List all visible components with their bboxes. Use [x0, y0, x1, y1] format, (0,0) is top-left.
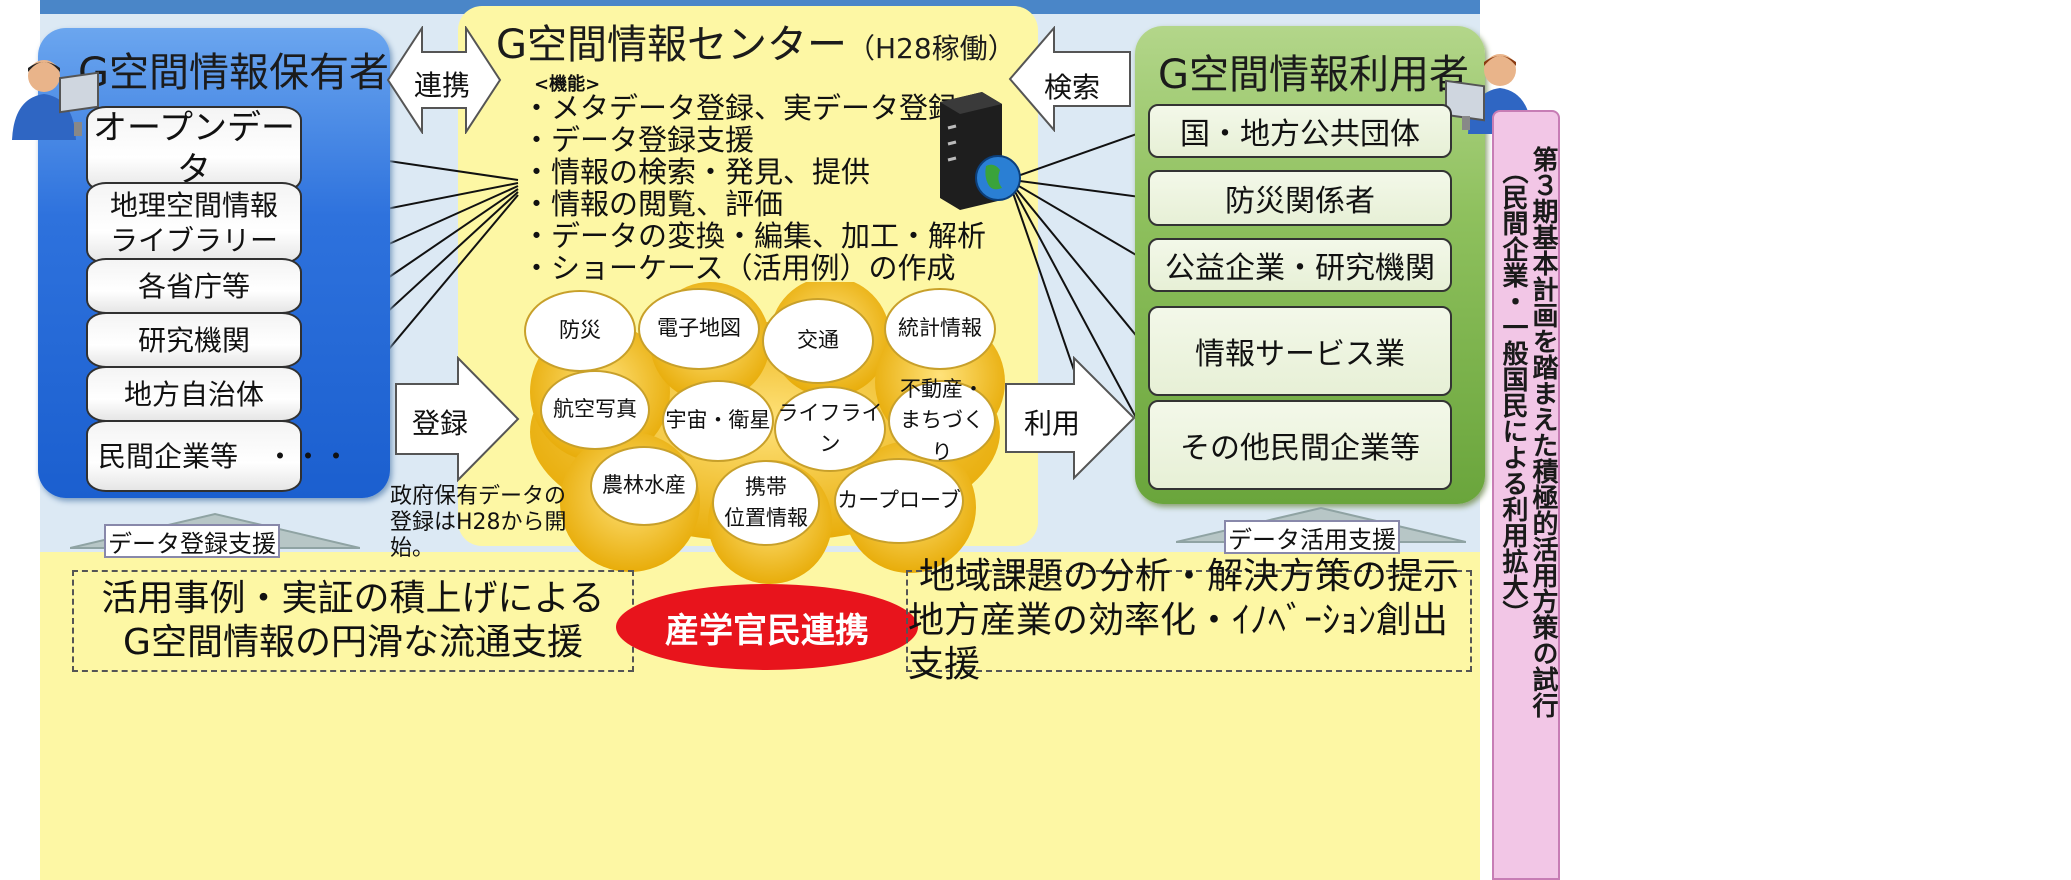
registration-support-label: データ登録支援 — [104, 524, 280, 558]
renkei-label: 連携 — [414, 69, 471, 102]
kensaku-label: 検索 — [1044, 71, 1101, 104]
side-tag-main: 第３期基本計画を踏まえた積極的活用方策の試行 — [1528, 146, 1558, 718]
bottom-right-box: 地域課題の分析・解決方策の提示 地方産業の効率化・ｲﾉﾍﾞｰｼｮﾝ創出支援 — [906, 556, 1472, 685]
center-title: G空間情報センター（H28稼働） — [496, 12, 1016, 70]
server-globe-icon — [940, 92, 1021, 210]
bubble-aerial-photo: 航空写真 — [540, 370, 650, 450]
bubble-statistics: 統計情報 — [884, 288, 996, 370]
bottom-left-box: 活用事例・実証の積上げによる G空間情報の円滑な流通支援 — [72, 570, 634, 672]
disk-ministries: 各省庁等 — [86, 258, 302, 314]
function-item: ・ショーケース（活用例）の作成 — [522, 251, 956, 285]
function-item: ・データ登録支援 — [522, 123, 755, 157]
registration-note: 政府保有データの 登録はH28から開 始。 — [390, 484, 567, 561]
bubble-agriculture: 農林水産 — [590, 446, 698, 526]
disk-geo-library: 地理空間情報 ライブラリー — [86, 182, 302, 264]
function-item: ・情報の閲覧、評価 — [522, 187, 784, 221]
bubble-traffic: 交通 — [762, 298, 874, 384]
user-national-local-gov: 国・地方公共団体 — [1148, 104, 1452, 158]
bottom-left-line2: G空間情報の円滑な流通支援 — [123, 622, 583, 663]
bottom-left-line1: 活用事例・実証の積上げによる — [101, 578, 605, 619]
kensaku-arrow — [1008, 26, 1131, 132]
bottom-right-line2: 地方産業の効率化・ｲﾉﾍﾞｰｼｮﾝ創出支援 — [908, 600, 1449, 685]
function-item: ・データの変換・編集、加工・解析 — [522, 219, 987, 253]
bubble-lifeline: ライフライン — [774, 386, 886, 472]
center-title-note: （H28稼働） — [847, 32, 1016, 65]
disk-research: 研究機関 — [86, 312, 302, 368]
bubble-car-probe: カープローブ — [834, 458, 964, 544]
renkei-arrow — [386, 26, 502, 134]
bubble-electronic-map: 電子地図 — [638, 288, 760, 370]
user-at-pc-icon — [12, 60, 99, 140]
function-item: ・情報の検索・発見、提供 — [522, 155, 871, 189]
user-info-service: 情報サービス業 — [1148, 306, 1452, 396]
side-tag: 第３期基本計画を踏まえた積極的活用方策の試行 （民間企業・一般国民による利用拡大… — [1492, 110, 1560, 880]
bubble-bousai: 防災 — [524, 290, 636, 372]
disk-local-gov: 地方自治体 — [86, 366, 302, 422]
user-disaster-officials: 防災関係者 — [1148, 170, 1452, 226]
bubble-mobile-location: 携帯 位置情報 — [712, 460, 820, 546]
disk-opendata: オープンデータ — [86, 106, 302, 192]
riyou-label: 利用 — [1024, 407, 1081, 440]
center-title-text: G空間情報センター — [496, 22, 847, 68]
partnership-oval: 産学官民連携 — [616, 584, 918, 670]
bubble-space-satellite: 宇宙・衛星 — [662, 380, 774, 462]
riyou-arrow — [1005, 356, 1136, 480]
utilization-support-label: データ活用支援 — [1224, 520, 1400, 554]
bubble-real-estate: 不動産・ まちづくり — [888, 377, 996, 464]
touroku-arrow — [395, 356, 520, 482]
holder-title: G空間情報保有者 — [78, 50, 389, 96]
user-public-companies: 公益企業・研究機関 — [1148, 238, 1452, 292]
partnership-label: 産学官民連携 — [665, 610, 869, 651]
functions-header: <機能> — [534, 74, 601, 95]
disk-private: 民間企業等 ・・・ — [86, 420, 350, 492]
user-other-private: その他民間企業等 — [1148, 400, 1452, 490]
user-title: G空間情報利用者 — [1158, 52, 1469, 98]
bottom-right-line1: 地域課題の分析・解決方策の提示 — [918, 556, 1459, 597]
touroku-label: 登録 — [412, 407, 469, 440]
side-tag-sub: （民間企業・一般国民による利用拡大） — [1498, 158, 1528, 626]
function-item: ・メタデータ登録、実データ登録 — [522, 91, 958, 125]
